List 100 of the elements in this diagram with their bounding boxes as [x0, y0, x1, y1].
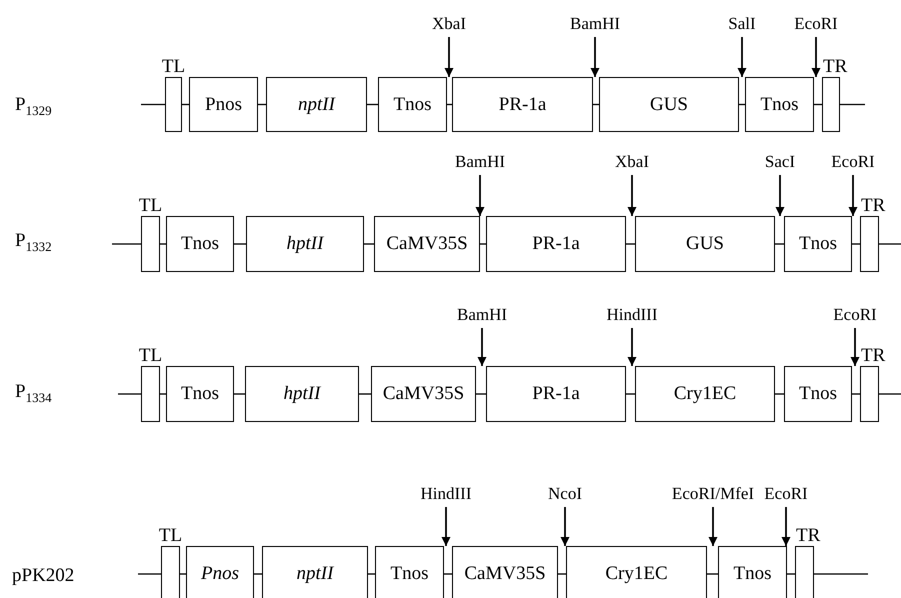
- restriction-site-arrow: [560, 507, 570, 546]
- border-label: TR: [796, 526, 820, 546]
- restriction-site-arrow: [442, 507, 450, 546]
- gene-box: [566, 546, 707, 598]
- gene-box: [599, 77, 739, 132]
- restriction-site-label: EcoRI: [794, 13, 838, 35]
- border-label: TR: [861, 196, 886, 216]
- restriction-site-arrow: [628, 328, 636, 366]
- construct-name: P$_{1334}$: [15, 381, 52, 407]
- gene-label: GUS: [650, 94, 688, 116]
- restriction-site-label: EcoRI: [764, 483, 808, 505]
- gene-box: [378, 77, 447, 132]
- gene-label: CaMV35S: [382, 383, 464, 405]
- border-label: TL: [162, 57, 186, 77]
- restriction-site-label: XbaI: [615, 151, 649, 173]
- gene-box: [635, 216, 775, 272]
- construct-name: P$_{1329}$: [15, 94, 52, 120]
- gene-box: [166, 216, 234, 272]
- restriction-site-arrow: [738, 37, 746, 77]
- gene-label: hptII: [284, 383, 320, 405]
- restriction-site-arrow: [850, 328, 860, 366]
- restriction-site-label: SalI: [728, 13, 756, 35]
- backbone-line: [879, 243, 901, 245]
- gene-label: Tnos: [760, 94, 798, 116]
- backbone-line: [141, 104, 165, 106]
- gene-label: Cry1EC: [605, 563, 668, 585]
- border-label: TL: [158, 526, 182, 546]
- backbone-line: [879, 393, 901, 395]
- restriction-site-label: BamHI: [454, 151, 506, 173]
- gene-label: nptII: [296, 563, 334, 585]
- border-label: TL: [138, 346, 162, 366]
- restriction-site-label: SacI: [764, 151, 796, 173]
- gene-box: [486, 366, 626, 422]
- backbone-line: [840, 104, 865, 106]
- gene-box: [189, 77, 258, 132]
- backbone-line: [367, 104, 378, 106]
- gene-label: Tnos: [181, 383, 219, 405]
- gene-box: [784, 366, 852, 422]
- restriction-site-label: EcoRI: [833, 304, 877, 326]
- construct-name: P$_{1332}$: [15, 230, 52, 256]
- restriction-site-arrow: [708, 507, 718, 546]
- gene-box: [262, 546, 368, 598]
- backbone-line: [234, 393, 245, 395]
- backbone-line: [234, 243, 246, 245]
- restriction-site-arrow: [782, 507, 790, 546]
- gene-label: PR-1a: [532, 233, 580, 255]
- restriction-site-arrow: [444, 37, 454, 77]
- gene-box: [166, 366, 234, 422]
- gene-label: Tnos: [734, 563, 772, 585]
- gene-label: Cry1EC: [674, 383, 736, 405]
- backbone-line: [118, 393, 141, 395]
- gene-box: [186, 546, 254, 598]
- restriction-site-arrow: [478, 328, 486, 366]
- backbone-line: [476, 393, 486, 395]
- gene-label: PR-1a: [532, 383, 580, 405]
- border-label: TL: [138, 196, 162, 216]
- gene-box: [245, 366, 359, 422]
- gene-box: [452, 77, 593, 132]
- restriction-site-label: BamHI: [456, 304, 508, 326]
- backbone-line: [112, 243, 141, 245]
- gene-box: [452, 546, 558, 598]
- gene-box: [371, 366, 476, 422]
- backbone-line: [814, 573, 868, 575]
- restriction-site-label: HindIII: [606, 304, 658, 326]
- restriction-site-label: NcoI: [548, 483, 582, 505]
- gene-label: CaMV35S: [464, 563, 546, 585]
- gene-box: [784, 216, 852, 272]
- gene-box: [745, 77, 814, 132]
- backbone-line: [364, 243, 374, 245]
- gene-box: [374, 216, 480, 272]
- gene-label: hptII: [286, 233, 324, 255]
- backbone-line: [707, 573, 718, 575]
- gene-box: [266, 77, 367, 132]
- restriction-site-label: EcoRI/MfeI: [672, 483, 754, 505]
- restriction-site-label: BamHI: [570, 13, 620, 35]
- backbone-line: [359, 393, 371, 395]
- gene-label: nptII: [298, 94, 335, 116]
- border-label: TR: [861, 346, 886, 366]
- gene-label: Tnos: [799, 233, 837, 255]
- gene-label: Tnos: [394, 94, 432, 116]
- gene-box: [718, 546, 787, 598]
- backbone-line: [138, 573, 161, 575]
- gene-box: [375, 546, 444, 598]
- gene-label: PR-1a: [498, 94, 546, 116]
- border-label: TR: [823, 57, 848, 77]
- restriction-site-arrow: [776, 175, 784, 216]
- restriction-site-arrow: [590, 37, 600, 77]
- gene-label: CaMV35S: [386, 233, 468, 255]
- restriction-site-label: EcoRI: [831, 151, 875, 173]
- gene-label: Tnos: [390, 563, 428, 585]
- restriction-site-arrow: [628, 175, 636, 216]
- gene-box: [246, 216, 364, 272]
- gene-label: GUS: [686, 233, 724, 255]
- gene-box: [486, 216, 626, 272]
- restriction-site-arrow: [476, 175, 484, 216]
- gene-label: Tnos: [181, 233, 219, 255]
- gene-label: Tnos: [799, 383, 837, 405]
- restriction-site-arrow: [812, 37, 820, 77]
- gene-label: Pnos: [205, 94, 242, 116]
- construct-name: pPK202: [12, 565, 74, 587]
